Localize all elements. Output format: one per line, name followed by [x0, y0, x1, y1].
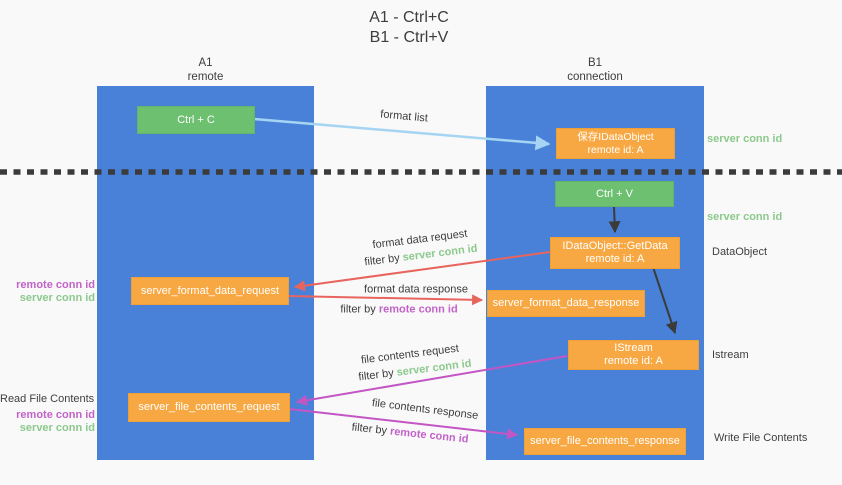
filter-by-text: filter by [340, 303, 376, 316]
server-conn-id-text: server conn id [19, 422, 95, 434]
node-save-idataobject: 保存IDataObject remote id: A [556, 128, 675, 159]
node-server-format-data-response: server_format_data_response [487, 290, 645, 317]
column-a1-subtitle: remote [187, 71, 224, 83]
label-format-data-response: format data response [364, 283, 468, 296]
side-label-dataobject: DataObject [712, 246, 768, 258]
side-label-server-conn-id-top: server conn id [707, 133, 783, 145]
node-ctrl-v: Ctrl + V [555, 181, 674, 207]
node-idataobject-getdata-line1: IDataObject::GetData [562, 240, 668, 252]
node-ctrl-c-label: Ctrl + C [177, 113, 215, 126]
node-server-file-contents-request: server_file_contents_request [128, 393, 290, 422]
column-a1-name: A1 [198, 57, 213, 69]
arrow-format-list [253, 117, 551, 151]
node-istream-line2: remote id: A [604, 355, 663, 367]
column-b1-name: B1 [587, 57, 603, 69]
node-save-idataobject-line1: 保存IDataObject [577, 130, 654, 143]
arrow-getdata-to-istream [652, 266, 678, 335]
node-save-idataobject-line2: remote id: A [587, 143, 644, 156]
title-line-2: B1 - Ctrl+V [369, 29, 449, 46]
side-label-conn-ids-upper: remote conn id server conn id [0, 279, 95, 305]
server-conn-id-text: server conn id [19, 292, 95, 304]
remote-conn-id-text: remote conn id [378, 303, 458, 316]
label-filter-by-remote-conn-id-1: filter by remote conn id [340, 304, 457, 317]
side-label-read-file-contents: Read File Contents [0, 393, 95, 405]
remote-conn-id-text: remote conn id [16, 409, 95, 421]
side-label-conn-ids-lower: remote conn id server conn id [0, 409, 95, 435]
side-label-server-conn-id-mid: server conn id [707, 211, 783, 223]
node-idataobject-getdata-line2: remote id: A [585, 253, 645, 265]
node-server-format-data-request-label: server_format_data_request [140, 284, 280, 297]
arrow-file-contents-request [295, 355, 568, 406]
title-line-1: A1 - Ctrl+C [369, 9, 449, 26]
node-server-format-data-request: server_format_data_request [131, 277, 289, 305]
node-idataobject-getdata: IDataObject::GetData remote id: A [550, 237, 680, 269]
node-ctrl-v-label: Ctrl + V [596, 187, 633, 200]
arrow-format-data-request [293, 251, 551, 292]
arrow-file-contents-response [288, 408, 519, 440]
column-header-b1: B1 connection [486, 56, 704, 84]
diagram-title: A1 - Ctrl+C B1 - Ctrl+V [369, 8, 449, 48]
remote-conn-id-text: remote conn id [16, 279, 95, 291]
node-istream-line1: IStream [614, 342, 653, 354]
node-istream: IStream remote id: A [568, 340, 699, 370]
node-server-format-data-response-label: server_format_data_response [492, 297, 640, 309]
node-server-file-contents-request-label: server_file_contents_request [138, 401, 280, 413]
filter-by-text: filter by [351, 421, 388, 438]
node-server-file-contents-response-label: server_file_contents_response [530, 435, 680, 447]
side-label-istream: Istream [712, 349, 749, 361]
column-header-a1: A1 remote [97, 56, 314, 84]
node-ctrl-c: Ctrl + C [137, 106, 255, 134]
node-server-file-contents-response: server_file_contents_response [524, 428, 686, 455]
arrow-ctrlv-to-getdata [608, 206, 621, 234]
side-label-write-file-contents: Write File Contents [714, 432, 808, 444]
column-b1-subtitle: connection [567, 71, 623, 83]
arrow-format-data-response [287, 294, 484, 306]
